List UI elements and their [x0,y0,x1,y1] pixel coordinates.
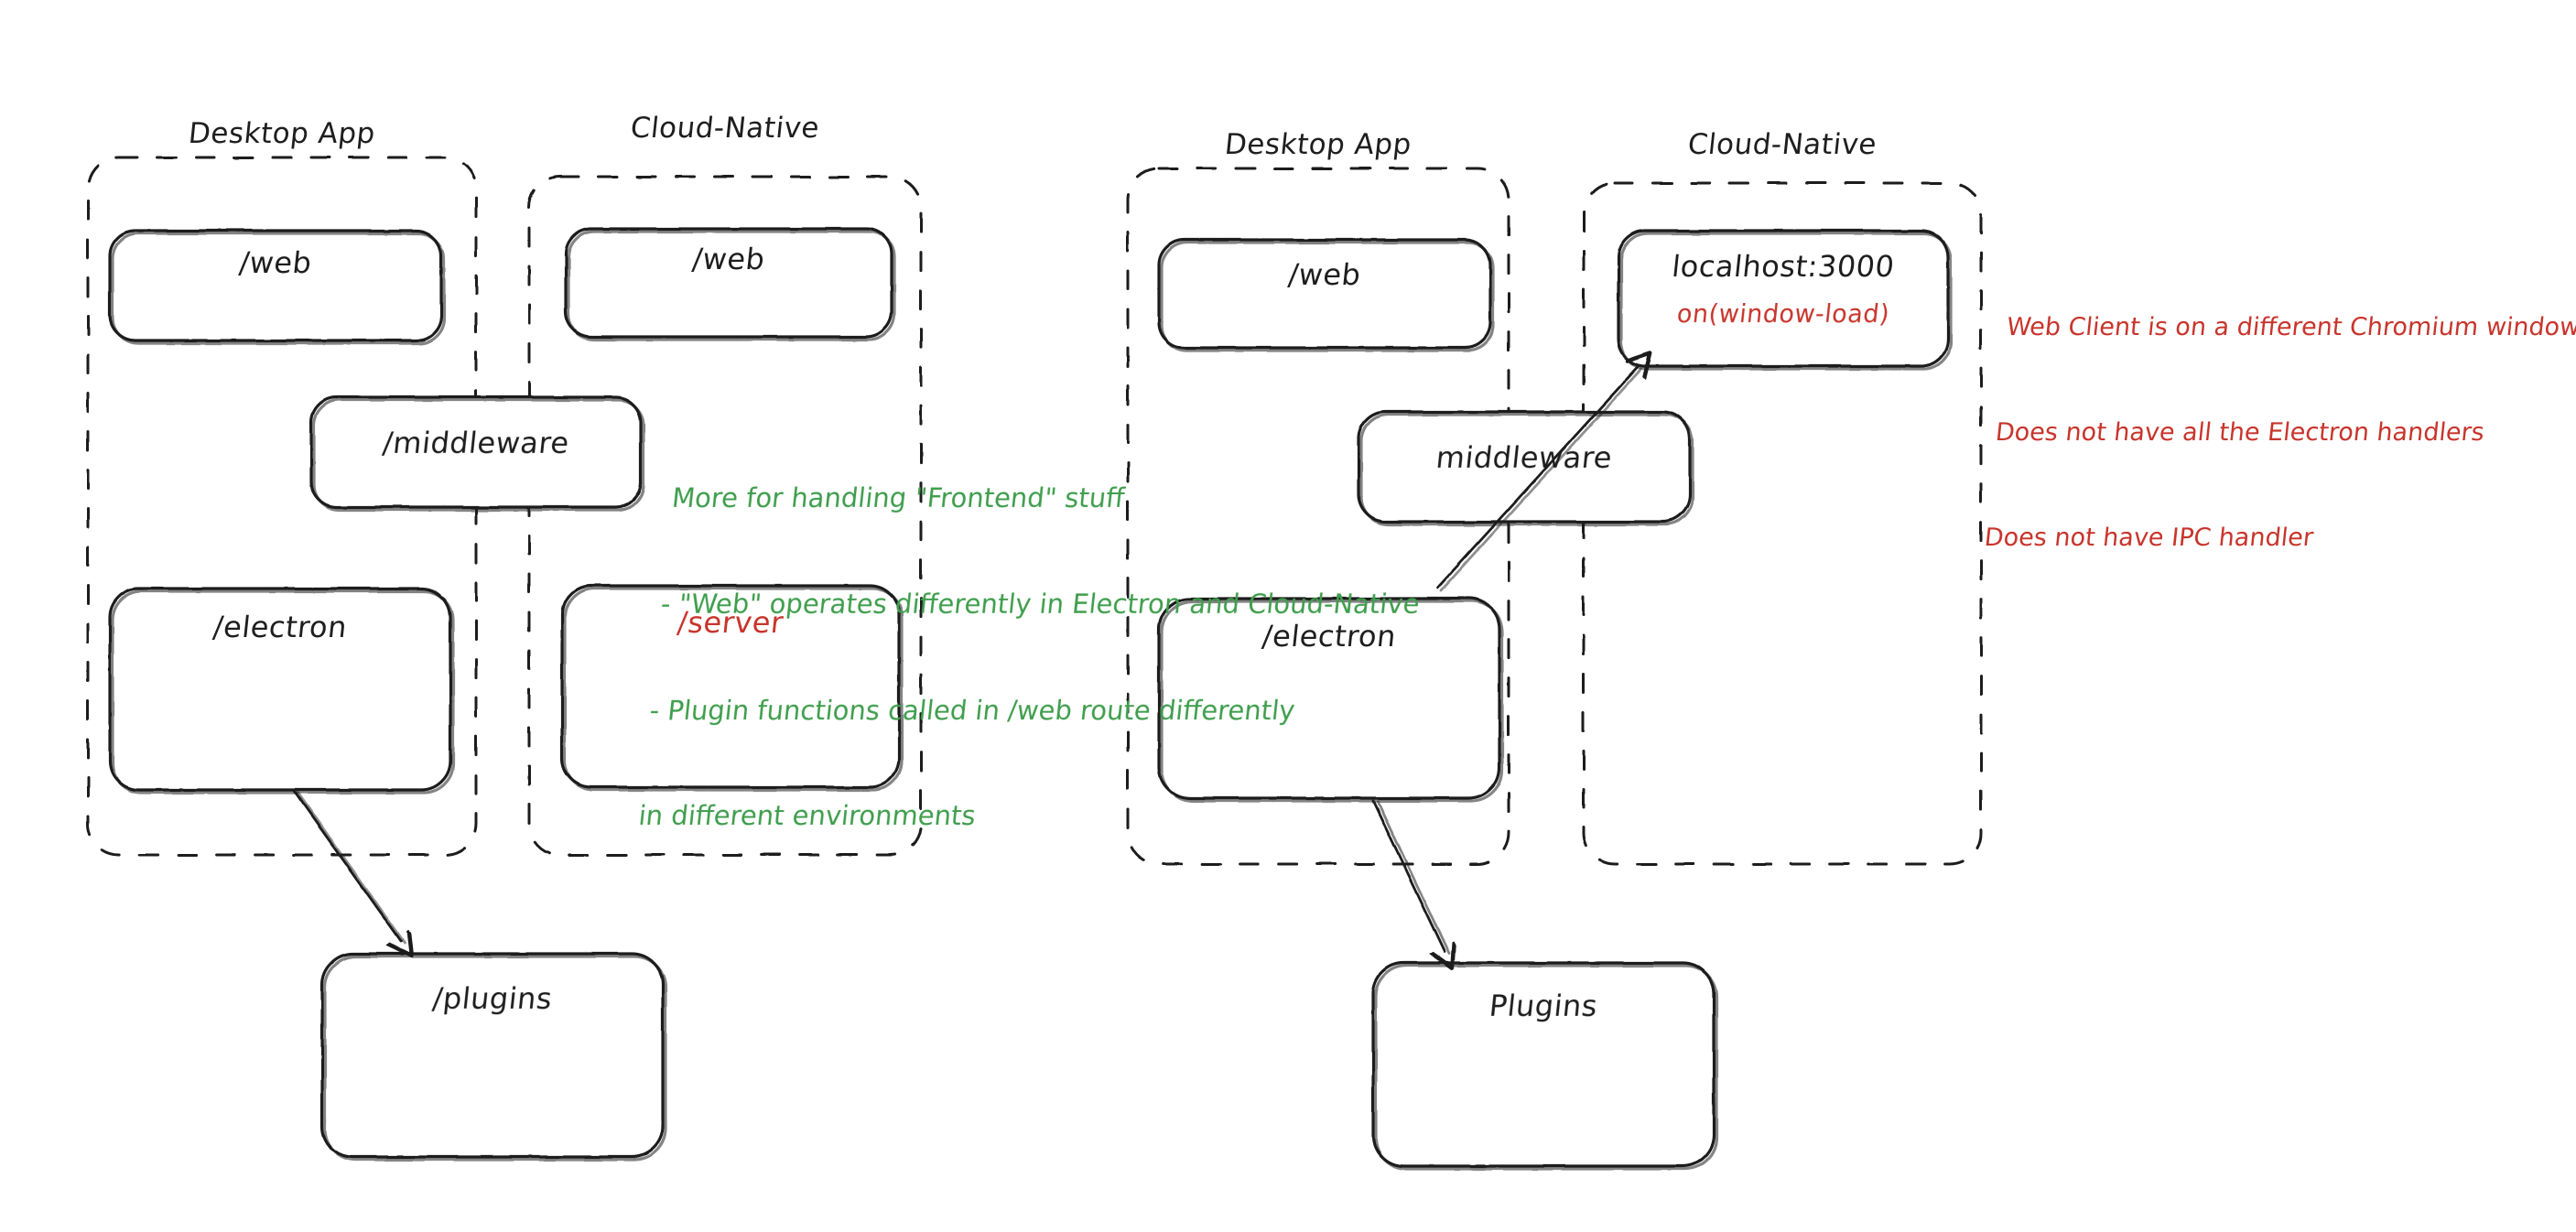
box-label-left-middleware[interactable]: /middleware [381,426,571,460]
box-right-web-b [1160,241,1495,352]
group-outline-left-cloud [527,175,923,857]
group-title-left-desktop: Desktop App [187,117,377,150]
red-annotation-line-3: Does not have IPC handler [1983,523,2315,552]
box-left-cn-web-b [567,230,896,341]
green-annotation-line-3: - Plugin functions called in /web route … [648,694,1297,726]
box-label-right-localhost-sub: on(window-load) [1675,300,1891,329]
group-title-left-cloud: Cloud-Native [629,112,821,145]
box-label-right-web[interactable]: /web [1286,257,1363,292]
box-right-plugins [1371,961,1716,1168]
box-label-right-plugins[interactable]: Plugins [1487,989,1600,1023]
box-label-left-plugins[interactable]: /plugins [430,981,555,1016]
green-annotation-line-4: in different environments [636,800,978,832]
group-outline-right-desktop [1126,167,1510,866]
box-right-electron [1157,597,1501,800]
red-annotation-line-1: Web Client is on a different Chromium wi… [2005,312,2576,341]
box-left-web-b [111,232,446,345]
green-annotation-line-1: More for handling "Frontend" stuff [670,482,1127,514]
box-right-plugins-b [1374,964,1718,1171]
box-left-web [108,229,443,342]
box-left-plugins-b [323,955,667,1162]
box-right-localhost [1617,229,1950,368]
arrow-right-electron-to-localhost-2 [1439,367,1643,592]
box-right-middleware-b [1359,413,1694,526]
box-left-electron [108,587,452,792]
box-left-server-b [563,587,904,792]
green-annotation-line-2: - "Web" operates differently in Electron… [659,588,1422,620]
group-title-right-cloud: Cloud-Native [1686,128,1878,161]
arrow-left-electron-to-plugins [292,789,401,941]
box-left-cn-web [564,227,893,339]
box-right-middleware [1357,410,1692,524]
box-right-web [1157,238,1492,350]
arrow-right-electron-to-plugins [1371,799,1445,952]
red-annotation-line-2: Does not have all the Electron handlers [1994,417,2486,447]
box-left-middleware [309,395,643,509]
box-label-left-web[interactable]: /web [237,245,314,280]
box-label-left-electron[interactable]: /electron [211,610,349,644]
box-left-middleware-b [312,398,645,512]
box-right-electron-b [1160,600,1504,803]
box-label-left-cn-web[interactable]: /web [690,242,767,276]
arrow-right-electron-to-localhost [1435,366,1639,589]
box-left-plugins [320,952,665,1159]
red-annotation: Web Client is on a different Chromium wi… [1979,240,2576,590]
box-left-electron-b [111,589,455,794]
arrow-right-electron-to-plugins-2 [1376,800,1451,956]
arrow-left-electron-to-plugins-2 [296,791,406,945]
box-label-right-localhost[interactable]: localhost:3000 [1670,249,1897,284]
box-right-localhost-b [1619,232,1953,371]
group-title-right-desktop: Desktop App [1223,128,1413,161]
green-annotation: More for handling "Frontend" stuff - "We… [633,410,1440,869]
box-left-server [560,584,901,789]
